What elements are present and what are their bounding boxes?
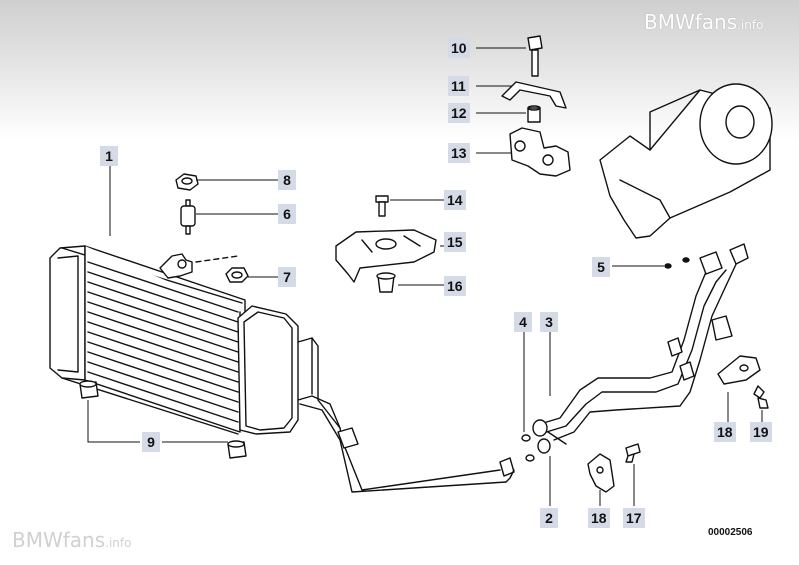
callout-part-13: 13 xyxy=(448,143,470,163)
document-number: 00002506 xyxy=(708,527,753,538)
callout-part-17: 17 xyxy=(623,508,645,528)
brand-suffix: .info xyxy=(737,18,764,32)
bracket-part-15 xyxy=(335,229,437,283)
leader-lines xyxy=(87,47,763,506)
oil-cooler-radiator xyxy=(49,245,299,435)
brand-suffix: .info xyxy=(105,536,132,550)
callout-part-5: 5 xyxy=(592,257,610,277)
callout-part-6: 6 xyxy=(278,204,296,224)
callout-part-11: 11 xyxy=(448,76,469,96)
grommet-part-9 xyxy=(79,380,247,459)
pipe-clamp-part-13 xyxy=(509,127,571,177)
brand-name: BMWfans xyxy=(644,10,738,34)
screw-part-19 xyxy=(753,385,769,409)
callout-part-19: 19 xyxy=(750,422,772,442)
callout-part-12: 12 xyxy=(448,103,470,123)
screw-part-17 xyxy=(625,443,641,463)
sleeve-part-12 xyxy=(527,105,541,123)
nut-part-7 xyxy=(225,267,249,283)
callout-part-8: 8 xyxy=(278,170,296,190)
brand-watermark-bottom: BMWfans.info xyxy=(12,528,131,552)
screw-part-14 xyxy=(375,195,389,217)
callout-part-3: 3 xyxy=(540,312,558,332)
oil-filter-housing xyxy=(599,83,773,239)
callout-part-16: 16 xyxy=(444,276,466,296)
grommet-part-16 xyxy=(376,272,396,293)
callout-part-18-lower: 18 xyxy=(588,508,610,528)
oil-pipes xyxy=(297,243,749,493)
callout-part-7: 7 xyxy=(278,267,296,287)
bolt-part-10 xyxy=(527,35,543,77)
clip-part-18-lower xyxy=(587,453,615,493)
callout-part-10: 10 xyxy=(448,38,470,58)
callout-part-2: 2 xyxy=(540,508,558,528)
callout-part-1: 1 xyxy=(100,146,118,166)
callout-part-14: 14 xyxy=(444,190,466,210)
sealing-rings-part-4 xyxy=(521,434,535,462)
rubber-mount-part-6 xyxy=(180,199,196,235)
clamp-plate-part-11 xyxy=(501,81,567,109)
callout-part-15: 15 xyxy=(444,232,466,252)
clip-part-18-right xyxy=(717,355,761,385)
brand-watermark-top: BMWfans.info xyxy=(644,10,763,34)
brand-name: BMWfans xyxy=(12,528,106,552)
o-rings-part-5 xyxy=(664,257,690,269)
callout-part-18-right: 18 xyxy=(714,422,736,442)
callout-part-9: 9 xyxy=(142,432,160,452)
nut-part-8 xyxy=(175,173,199,191)
callout-part-4: 4 xyxy=(514,312,532,332)
